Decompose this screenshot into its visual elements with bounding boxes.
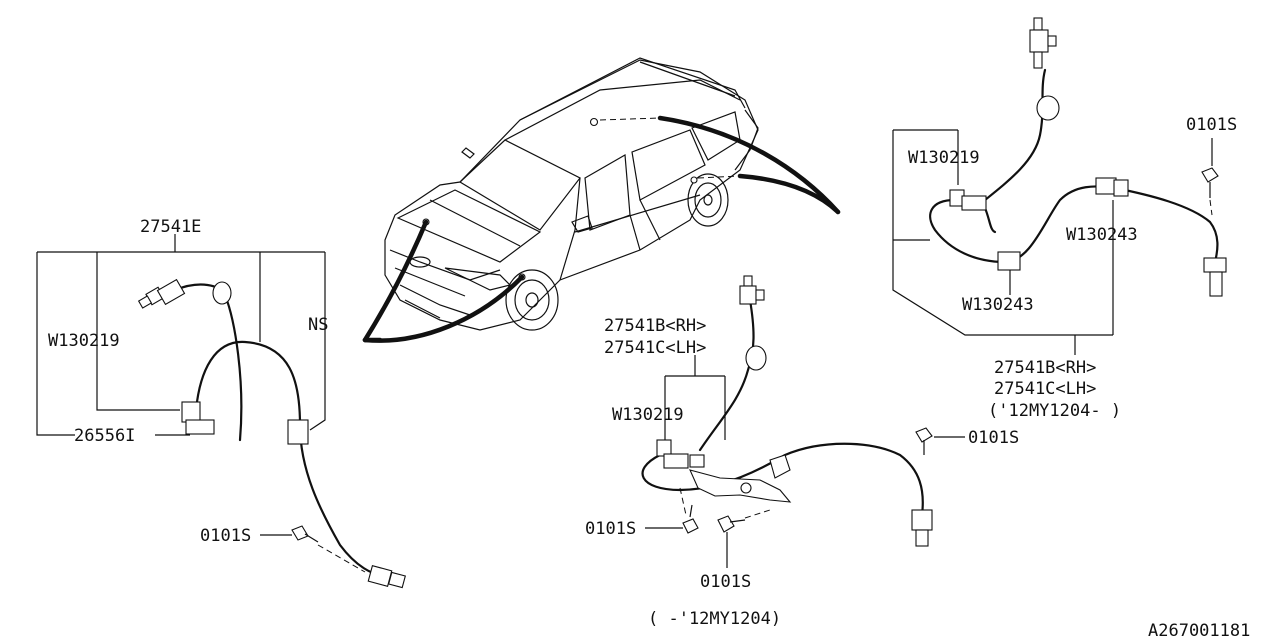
label-w130243-right-b: W130243 bbox=[962, 295, 1034, 315]
right-sensor-assembly bbox=[892, 17, 1227, 355]
label-27541c-right: 27541C<LH> bbox=[994, 379, 1096, 399]
sensor-icon bbox=[1203, 257, 1227, 297]
label-w130219-left: W130219 bbox=[48, 331, 120, 351]
bolt-icon bbox=[915, 427, 933, 455]
label-bolt-left: 0101S bbox=[200, 526, 251, 546]
label-26556i: 26556I bbox=[74, 426, 135, 446]
label-bolt-mid-right: 0101S bbox=[968, 428, 1019, 448]
middle-sensor-assembly bbox=[641, 275, 965, 568]
clip-icon bbox=[949, 189, 987, 211]
label-range-mid: ( -'12MY1204) bbox=[648, 609, 781, 629]
clip-icon bbox=[1095, 177, 1129, 197]
label-bolt-right: 0101S bbox=[1186, 115, 1237, 135]
bolt-icon bbox=[1201, 167, 1219, 198]
clip-icon bbox=[689, 454, 705, 468]
sensor-icon bbox=[367, 565, 406, 589]
grommet-icon bbox=[1036, 95, 1060, 121]
label-27541c-mid: 27541C<LH> bbox=[604, 338, 706, 358]
label-w130243-right-a: W130243 bbox=[1066, 225, 1138, 245]
label-27541e: 27541E bbox=[140, 217, 201, 237]
label-range-right: ('12MY1204- ) bbox=[988, 401, 1121, 421]
clip-icon bbox=[656, 439, 689, 469]
grommet-icon bbox=[745, 345, 767, 371]
label-27541b-mid: 27541B<RH> bbox=[604, 316, 706, 336]
bolt-icon bbox=[717, 515, 746, 533]
label-27541b-right: 27541B<RH> bbox=[994, 358, 1096, 378]
label-w130219-right: W130219 bbox=[908, 148, 980, 168]
clip-icon bbox=[997, 251, 1021, 271]
connector-icon bbox=[739, 275, 765, 305]
clip-icon bbox=[181, 401, 215, 435]
sensor-icon bbox=[911, 509, 933, 547]
label-bolt-mid-bottom: 0101S bbox=[700, 572, 751, 592]
clip-icon bbox=[287, 419, 309, 445]
label-w130219-mid: W130219 bbox=[612, 405, 684, 425]
label-ns: NS bbox=[308, 315, 328, 335]
connector-icon bbox=[1029, 17, 1057, 69]
grommet-icon bbox=[212, 281, 232, 305]
connector-icon bbox=[137, 278, 186, 309]
figure-code: A267001181 bbox=[1148, 621, 1250, 640]
car-illustration bbox=[362, 57, 841, 343]
bolt-icon bbox=[682, 504, 699, 534]
label-bolt-mid-left: 0101S bbox=[585, 519, 636, 539]
left-sensor-assembly bbox=[36, 234, 406, 589]
bolt-icon bbox=[291, 525, 319, 543]
